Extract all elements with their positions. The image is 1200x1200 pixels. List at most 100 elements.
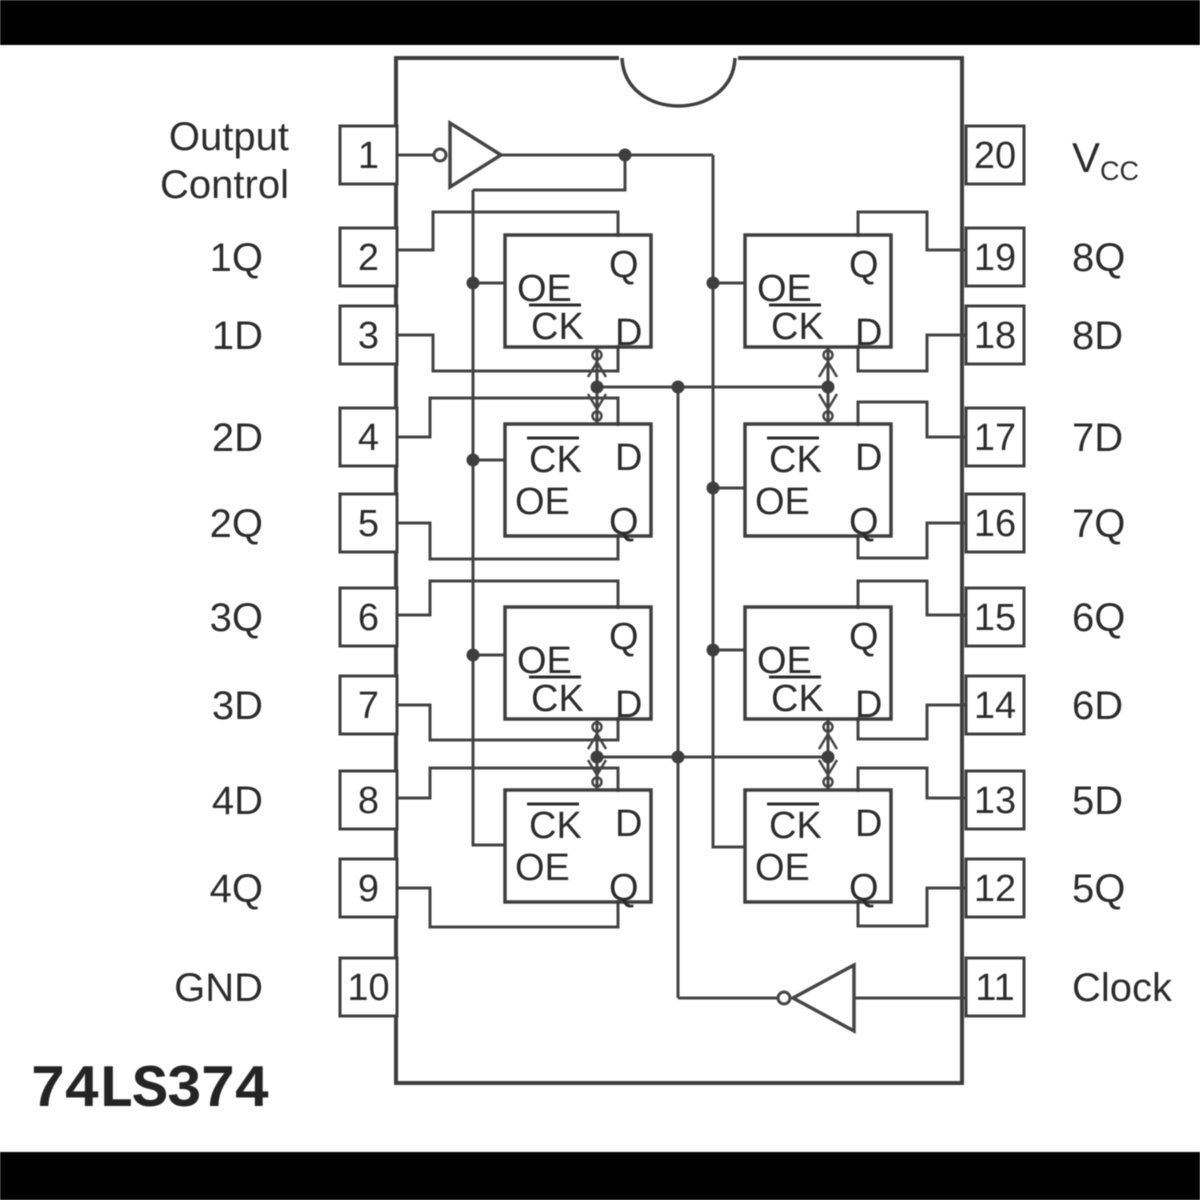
clock-inverter [789, 962, 856, 1034]
vcc-subscript: CC [1100, 156, 1139, 186]
junction-dot [821, 750, 835, 764]
pin-label-1-line1: Output [169, 115, 289, 159]
junction-dot [590, 750, 604, 764]
ff4-label-q: Q [609, 867, 639, 909]
pin-number-3: 3 [358, 315, 379, 357]
clock-edge-marker-bubble [591, 349, 603, 361]
vcc-main: V [1072, 134, 1100, 181]
pin-label-15: 6Q [1072, 596, 1125, 640]
notch [620, 57, 737, 108]
pin-6-group: 63Q [210, 586, 399, 648]
pin-label-8: 4D [212, 779, 263, 823]
wire-3d [395, 703, 620, 742]
top-letterbox-bar [0, 0, 1200, 45]
pin-number-15: 15 [974, 597, 1016, 639]
pin-20-group: 20 VCC [964, 124, 1139, 186]
pin-number-1: 1 [358, 135, 379, 177]
ff8-label-ck: CK [771, 306, 824, 348]
pin-label-16: 7Q [1072, 502, 1125, 546]
pin-8-group: 8 4D [212, 769, 399, 831]
ff3-label-ck: CK [531, 678, 584, 720]
pin-box-6 [338, 586, 399, 648]
pin-label-4: 2D [212, 416, 263, 460]
wire-4d [395, 766, 620, 800]
clock-edge-marker [817, 759, 839, 778]
ff2-label-d: D [615, 437, 642, 479]
pin-15-group: 15 6Q [964, 586, 1125, 648]
ff2-label-q: Q [609, 501, 639, 543]
pin-9-group: 94Q [210, 857, 399, 919]
pin-box-15 [964, 586, 1026, 648]
pin-box-5 [338, 492, 399, 554]
clock-edge-marker [817, 359, 839, 378]
wire-2q [395, 521, 620, 561]
ff7-label-q: Q [849, 501, 879, 543]
pin-number-11: 11 [975, 967, 1014, 1009]
ff3-label-d: D [615, 684, 642, 726]
clock-edge-marker [817, 393, 839, 412]
clock-edge-marker [586, 731, 608, 750]
ff5-label-ck: CK [769, 805, 822, 847]
pin-box-16 [964, 492, 1026, 554]
pin-number-12: 12 [974, 868, 1016, 910]
wire-8d [856, 333, 966, 373]
pin-label-12: 5Q [1072, 867, 1125, 911]
pin-number-9: 9 [358, 868, 379, 910]
wire-5q [856, 886, 966, 928]
ff1-label-ck: CK [531, 306, 584, 348]
ff3-box [503, 605, 653, 721]
wire-6d [856, 703, 966, 741]
clock-edge-marker-bubble [822, 721, 834, 733]
pin-box-18 [964, 304, 1026, 366]
pin-number-20: 20 [974, 135, 1016, 177]
pin-label-19: 8Q [1072, 236, 1125, 280]
pin-box-14 [964, 674, 1026, 736]
wire-2d [395, 396, 620, 439]
ff1-label-q: Q [609, 244, 639, 286]
pin-label-2: 1Q [210, 236, 263, 280]
ff1-label-d: D [615, 312, 642, 354]
wire-3q [395, 579, 620, 617]
ff3-label-oe: OE [517, 640, 572, 682]
clock-edge-marker-bubble [822, 776, 834, 788]
buffer-input-bubble [432, 147, 448, 163]
pin-box-3 [338, 304, 399, 366]
pin-box-10 [338, 956, 399, 1018]
pin-label-1-line2: Control [160, 163, 289, 207]
pin-number-10: 10 [347, 967, 389, 1009]
pin-label-17: 7D [1072, 416, 1123, 460]
pin-number-8: 8 [358, 780, 379, 822]
clock-edge-marker-bubble [822, 410, 834, 422]
ff7-label-ck: CK [769, 439, 822, 481]
pin-label-3: 1D [212, 314, 263, 358]
clock-edge-marker [586, 359, 608, 378]
junction-dot [466, 276, 480, 290]
clock-edge-marker-bubble [591, 721, 603, 733]
pin-box-4 [338, 406, 399, 468]
pin-box-19 [964, 226, 1026, 288]
oe-bus-left [471, 190, 505, 847]
junction-dot [706, 276, 720, 290]
pin-label-11: Clock [1072, 966, 1173, 1010]
clock-edge-marker-bubble [591, 410, 603, 422]
ff6-label-ck: CK [771, 678, 824, 720]
pin-number-4: 4 [358, 417, 379, 459]
ff2-label-ck: CK [529, 439, 582, 481]
clock-edge-marker-bubble [591, 776, 603, 788]
pin-box-11 [964, 956, 1026, 1018]
ff8-label-q: Q [849, 244, 879, 286]
pin-label-5: 2Q [210, 502, 263, 546]
